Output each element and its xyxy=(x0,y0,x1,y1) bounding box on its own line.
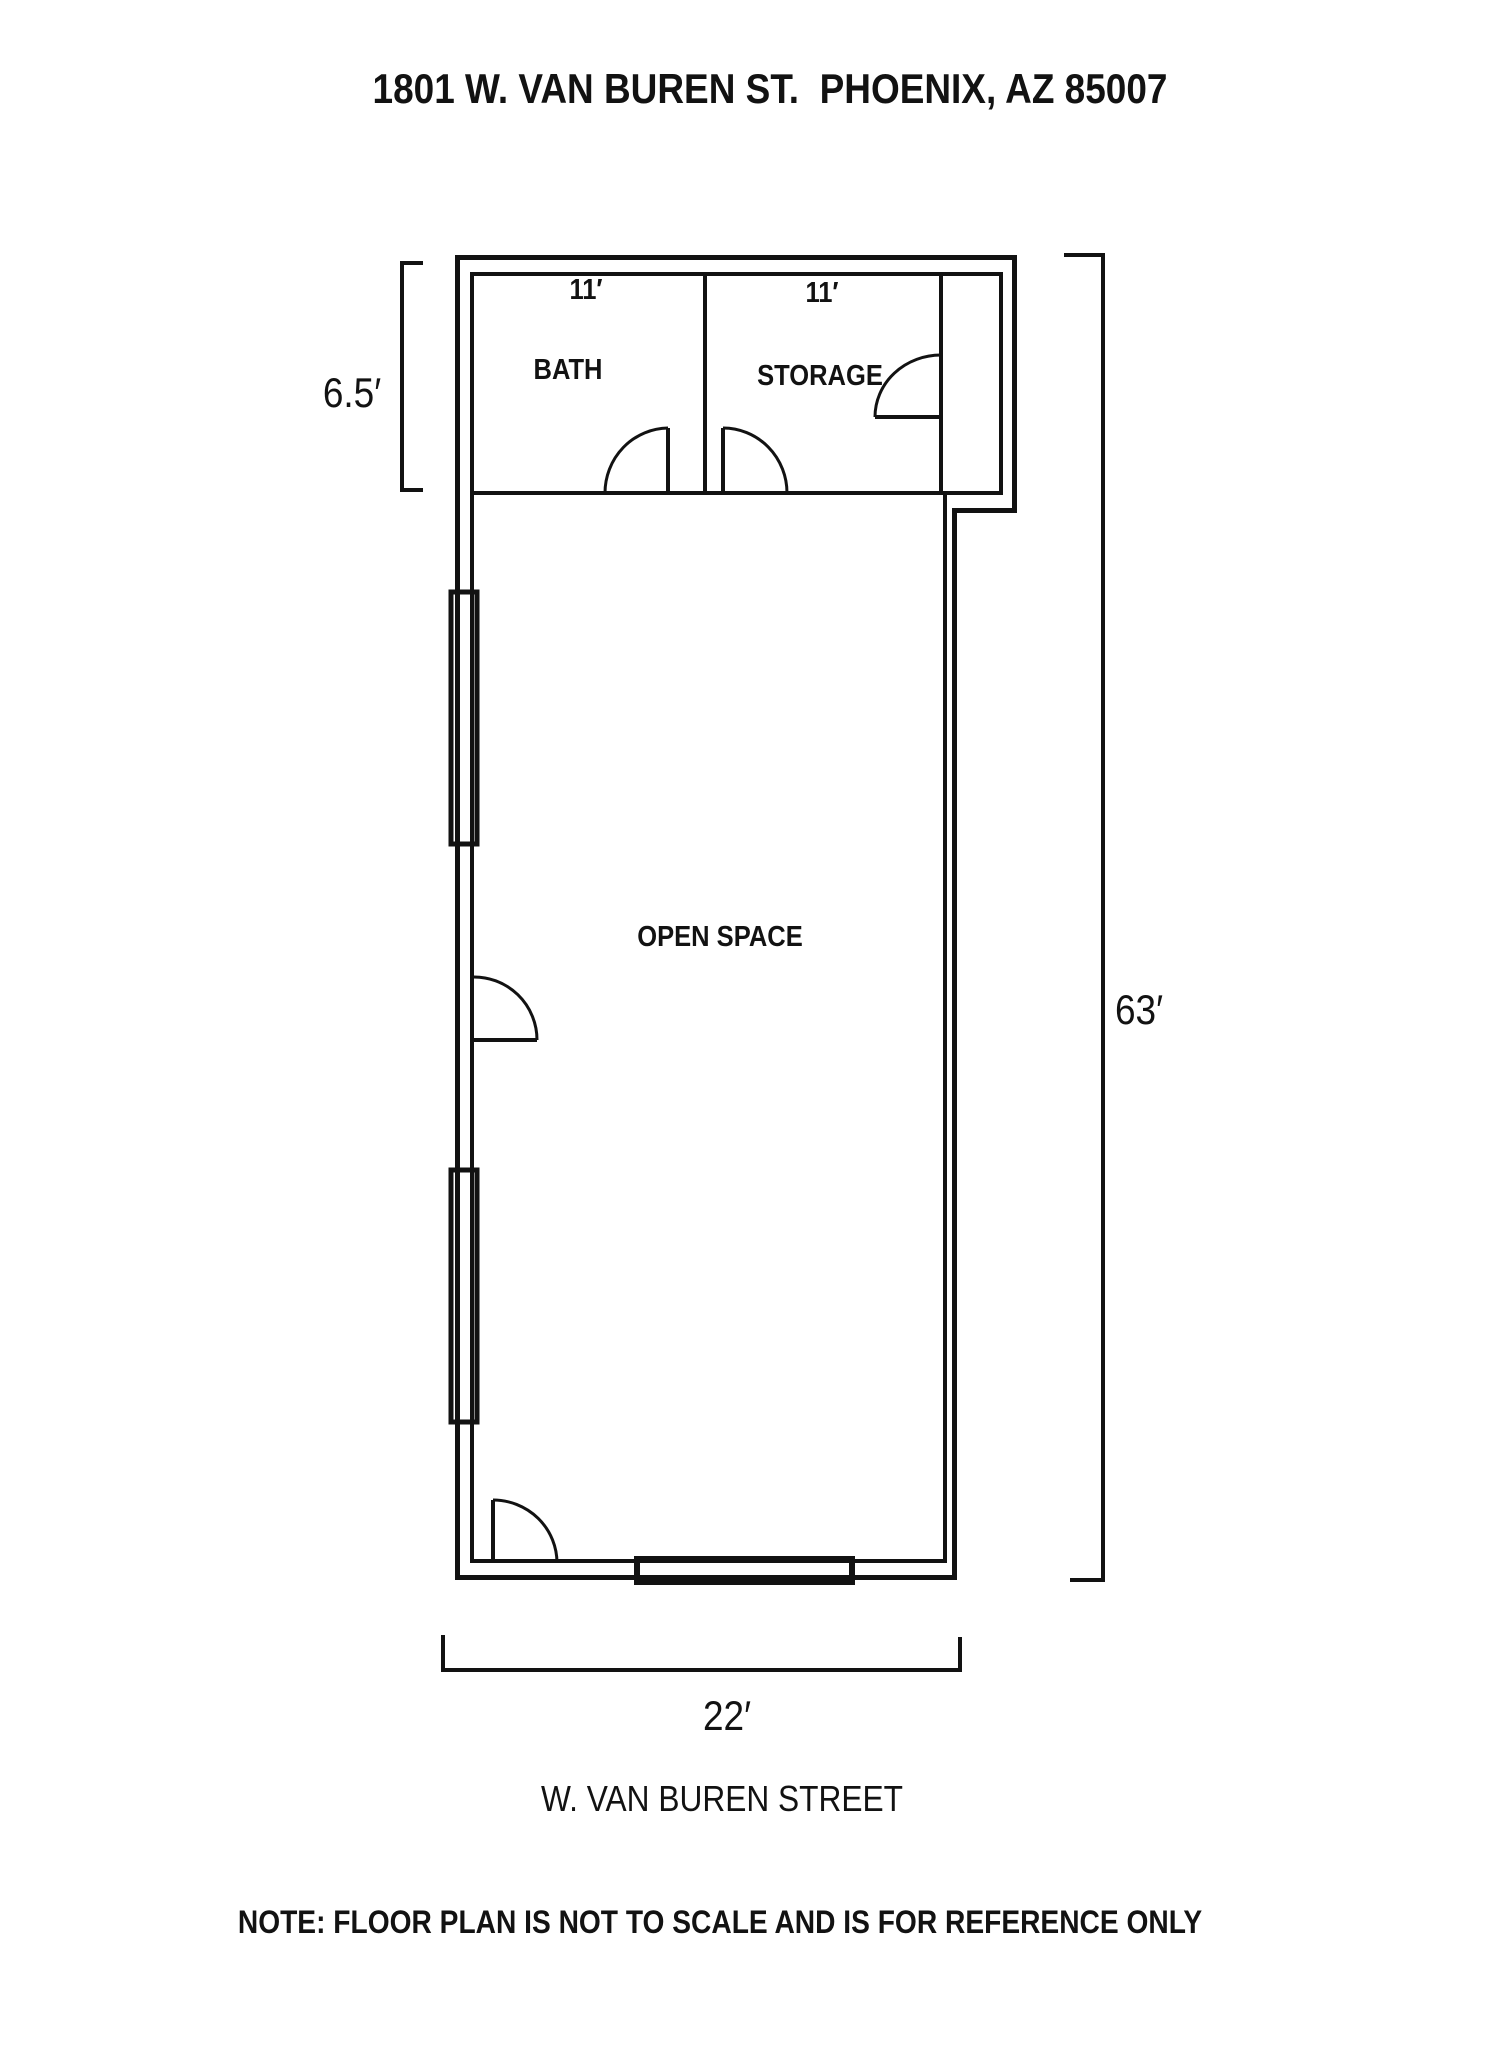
storage-side-door-swing-arc xyxy=(873,353,942,418)
storage-width-label: 11′ xyxy=(805,277,839,309)
dimension-bracket-22ft xyxy=(441,1635,962,1672)
frontage-width-label: 22′ xyxy=(702,1692,752,1739)
left-wall-window-upper xyxy=(448,589,480,847)
street-label: W. VAN BUREN STREET xyxy=(540,1778,904,1819)
inner-wall xyxy=(470,272,1003,1563)
room-label-storage: STORAGE xyxy=(757,360,883,392)
dimension-bracket-63ft xyxy=(1064,253,1105,1582)
storage-door-swing-arc xyxy=(722,426,789,494)
top-section-depth-label: 6.5′ xyxy=(322,369,382,416)
storefront-window xyxy=(634,1556,855,1585)
left-wall-window-lower xyxy=(448,1167,480,1425)
disclaimer-note: NOTE: FLOOR PLAN IS NOT TO SCALE AND IS … xyxy=(237,1904,1203,1940)
front-door-swing-arc xyxy=(492,1498,559,1564)
bath-door-swing-arc xyxy=(603,426,669,494)
page-title: 1801 W. VAN BUREN ST. PHOENIX, AZ 85007 xyxy=(372,65,1168,112)
room-label-bath: BATH xyxy=(533,354,603,386)
bath-width-label: 11′ xyxy=(569,274,603,306)
total-depth-label: 63′ xyxy=(1115,986,1164,1033)
room-label-open-space: OPEN SPACE xyxy=(637,921,803,953)
dimension-bracket-6-5ft xyxy=(400,261,423,492)
left-wall-door-swing-arc xyxy=(471,975,539,1041)
outer-wall xyxy=(455,255,1017,1580)
